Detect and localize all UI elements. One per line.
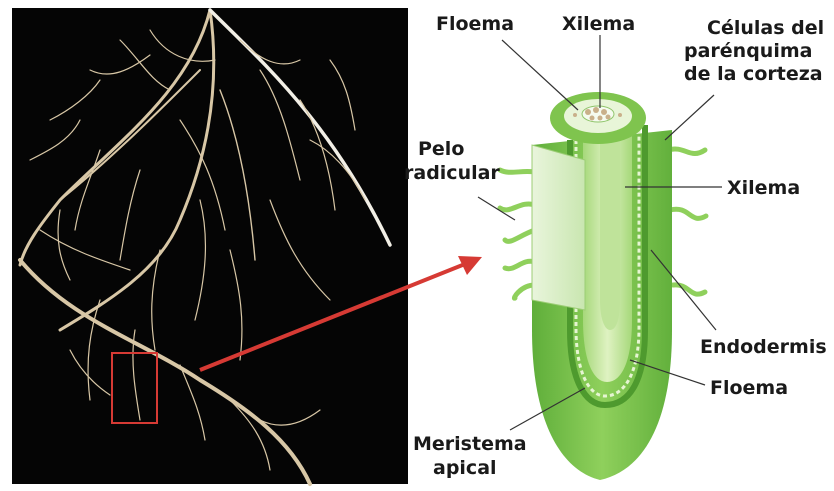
label-pelo-line1: Pelo (418, 138, 464, 160)
label-celulas-line3: de la corteza (684, 63, 823, 85)
label-xilema-top: Xilema (562, 13, 635, 35)
label-meristema-line2: apical (433, 457, 497, 479)
label-celulas-line2: parénquima (684, 40, 812, 62)
label-endodermis: Endodermis (700, 336, 827, 358)
root-illustration (500, 92, 706, 480)
root-photo (12, 8, 408, 484)
label-celulas-line1: Células del (707, 17, 824, 39)
label-xilema-right: Xilema (727, 177, 800, 199)
label-pelo-line2: radicular (404, 162, 500, 184)
label-floema-top: Floema (436, 13, 514, 35)
label-floema-right: Floema (710, 377, 788, 399)
label-meristema-line1: Meristema (413, 433, 527, 455)
xylem-strand (600, 125, 620, 330)
photo-background (12, 8, 408, 484)
cut-face (532, 145, 585, 310)
